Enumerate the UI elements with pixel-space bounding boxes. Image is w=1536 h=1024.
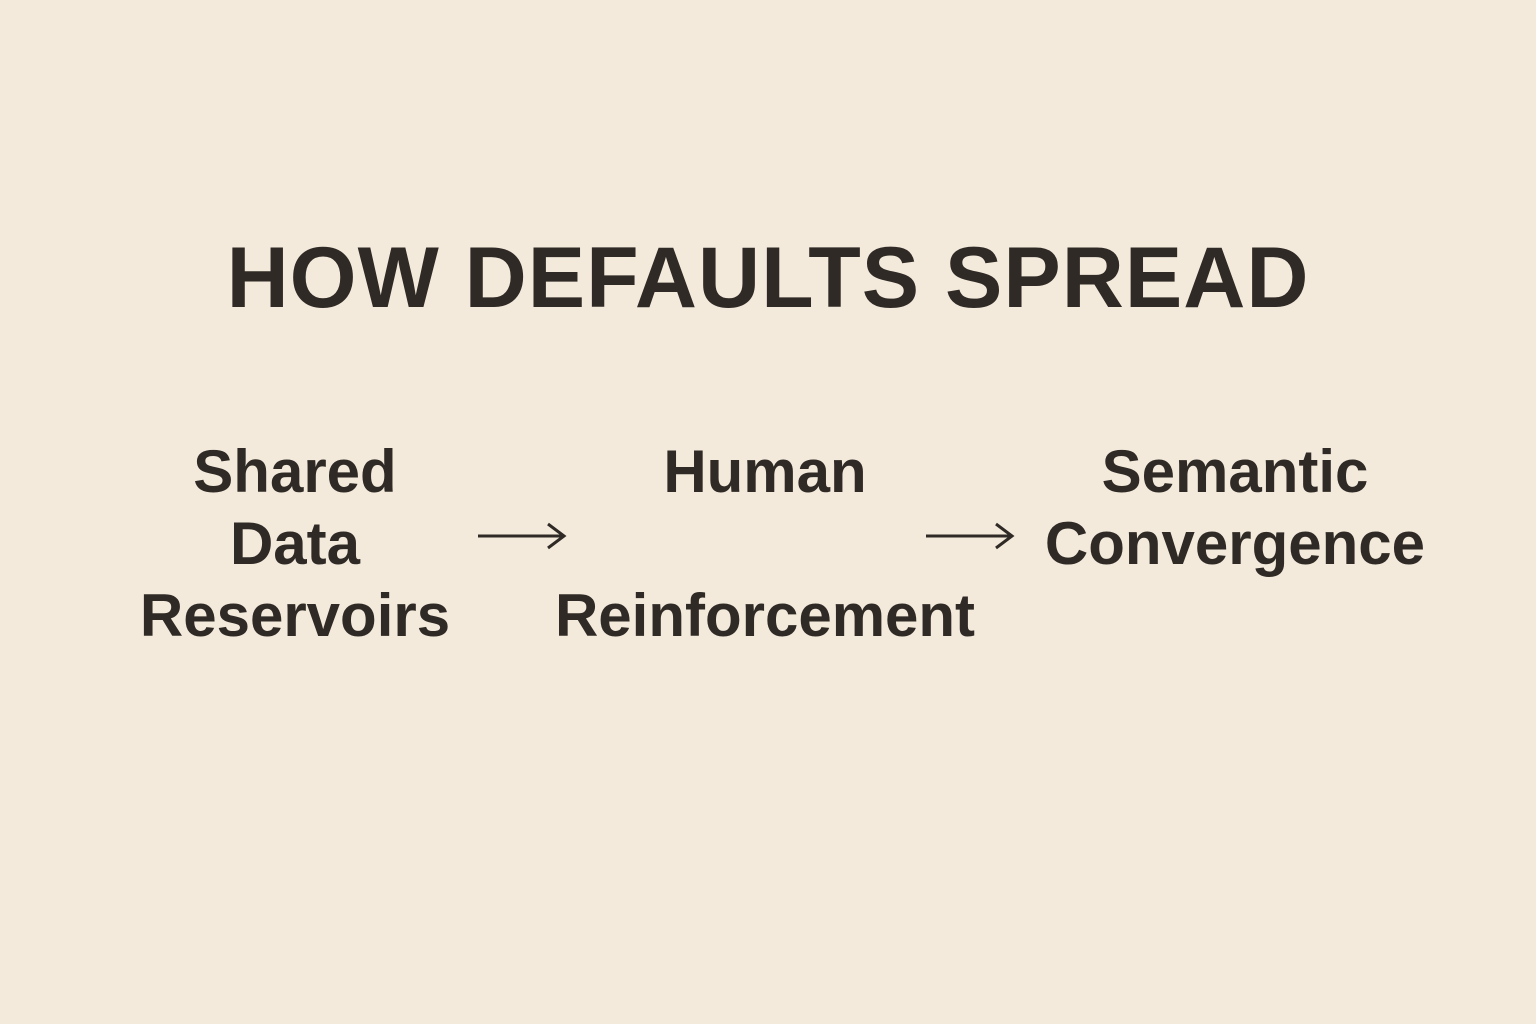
node-label-line: Shared xyxy=(193,438,397,505)
arrow-right-icon xyxy=(478,522,567,550)
node-semantic-convergence: Semantic Convergence xyxy=(1030,436,1440,580)
arrow-right-icon xyxy=(926,522,1015,550)
node-label-line: Semantic xyxy=(1101,438,1369,505)
node-human-reinforcement: Human Reinforcement xyxy=(530,436,1000,652)
node-label-line: Reservoirs xyxy=(139,582,451,649)
node-label-line: Convergence xyxy=(1044,510,1426,577)
node-shared-data-reservoirs: Shared Data Reservoirs xyxy=(120,436,470,652)
node-label-line: Reinforcement xyxy=(554,582,976,649)
diagram-title: HOW DEFAULTS SPREAD xyxy=(226,230,1310,326)
node-label-line: Human xyxy=(663,438,867,505)
node-label-line: Data xyxy=(229,510,361,577)
